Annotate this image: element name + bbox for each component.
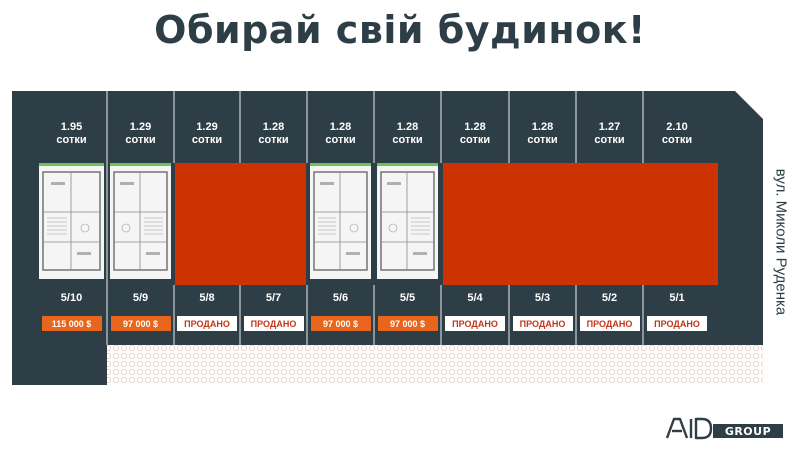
house-floor-plan bbox=[110, 163, 171, 279]
house-floor-plan bbox=[310, 163, 371, 279]
logo-suffix: GROUP bbox=[725, 425, 771, 438]
price-badge[interactable]: 97 000 $ bbox=[377, 316, 438, 331]
sold-badge[interactable]: ПРОДАНО bbox=[177, 316, 237, 331]
price-badge[interactable]: 115 000 $ bbox=[41, 316, 102, 331]
sold-badge[interactable]: ПРОДАНО bbox=[579, 316, 640, 331]
sold-badge[interactable]: ПРОДАНО bbox=[243, 316, 304, 331]
plot-number: 5/3 bbox=[534, 292, 551, 304]
plot-number: 5/4 bbox=[467, 292, 483, 304]
plot-number: 5/7 bbox=[265, 292, 282, 304]
plot-number: 5/2 bbox=[601, 292, 618, 304]
sold-badge[interactable]: ПРОДАНО bbox=[445, 316, 505, 331]
price-badge[interactable]: 97 000 $ bbox=[110, 316, 171, 331]
sold-block-8-7 bbox=[175, 163, 306, 285]
page-title: Обирай свій будинок! bbox=[154, 8, 646, 52]
plot-number: 5/10 bbox=[60, 292, 83, 304]
plot-number: 5/5 bbox=[399, 292, 416, 304]
house-floor-plan bbox=[377, 163, 438, 279]
plot-number: 5/1 bbox=[669, 292, 685, 304]
house-floor-plan bbox=[39, 163, 104, 279]
plot-number: 5/9 bbox=[132, 292, 149, 304]
price-badge[interactable]: 97 000 $ bbox=[310, 316, 371, 331]
paving-strip bbox=[107, 345, 763, 385]
sold-block-4-1 bbox=[443, 163, 718, 285]
aid-group-logo: GROUP bbox=[665, 417, 783, 440]
sold-badge[interactable]: ПРОДАНО bbox=[512, 316, 573, 331]
plot-number: 5/6 bbox=[332, 292, 349, 304]
sold-badge[interactable]: ПРОДАНО bbox=[647, 316, 707, 331]
plot-number: 5/8 bbox=[199, 292, 215, 304]
street-label: вул. Миколи Руденка bbox=[772, 168, 790, 316]
